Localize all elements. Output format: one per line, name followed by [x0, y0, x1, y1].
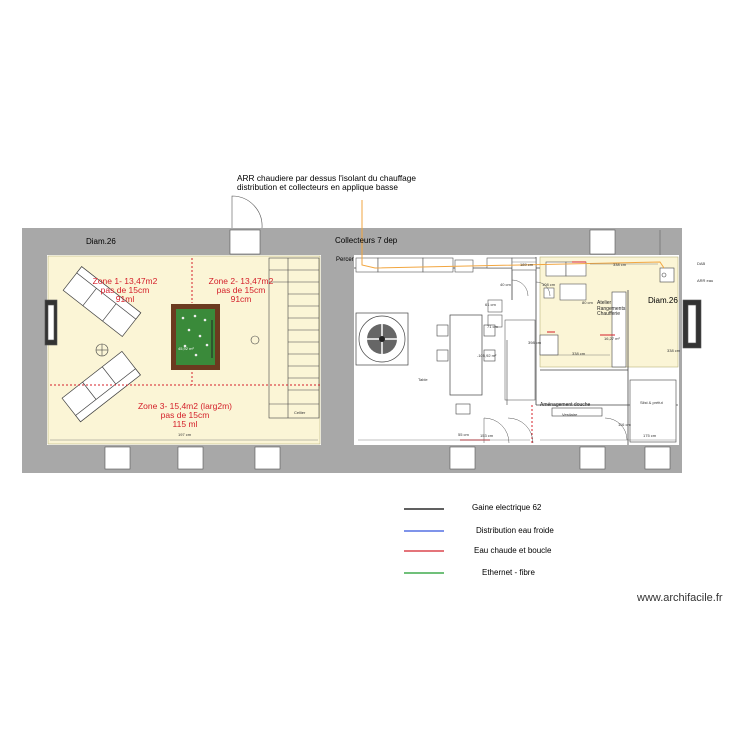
door-swing-3 [604, 417, 628, 441]
garage-area-label: 16,27 m² [604, 336, 620, 341]
vestiaire-label: Vestiaire [562, 412, 578, 417]
door-swing-2 [507, 417, 534, 444]
zone-2-name: Zone 2- 13,47m2 [208, 276, 274, 286]
dim-right-bottom: 175 cm [643, 433, 657, 438]
salon-area-label: -105,92 m² [477, 353, 497, 358]
dim-right-top2: DAB [697, 261, 706, 266]
header-note-line1: ARR chaudiere par dessus l'isolant du ch… [237, 173, 417, 183]
dim-small-7: 55 cm [458, 432, 469, 437]
door-swing-1 [483, 417, 510, 444]
dim-mid-bottom: 153 cm [480, 433, 494, 438]
door-swing-4 [511, 279, 529, 297]
collecteurs-label: Collecteurs 7 dep [335, 236, 398, 245]
door-swing-5 [535, 281, 551, 297]
atelier-line3: Chaufferie [597, 311, 620, 317]
watermark: www.archifacile.fr [637, 592, 723, 604]
island [504, 319, 536, 401]
zone-1-name: Zone 1- 13,47m2 [92, 276, 158, 286]
zone-3-label: Zone 3- 15,4m2 (larg2m) pas de 15cm 115 … [130, 402, 240, 429]
legend-label-ethernet: Ethernet - fibre [482, 568, 535, 577]
zone-2-label: Zone 2- 13,47m2 pas de 15cm 91cm [201, 277, 281, 304]
shower-label: Aménagement douche [540, 402, 591, 408]
diam-label-left: Diam.26 [86, 237, 116, 246]
dim-small-2: 61 cm [485, 302, 496, 307]
dimension-lines [50, 261, 676, 441]
atelier-label: Atelier Rangements Chaufferie [597, 300, 626, 318]
dim-top-left-mid: 189 cm [520, 262, 534, 267]
percer-label: Percer [336, 257, 354, 263]
dim-small-6: 338 cm [572, 351, 586, 356]
zone-1-label: Zone 1- 13,47m2 pas de 15cm 91ml [85, 277, 165, 304]
zone-3-pas: pas de 15cm [160, 410, 210, 420]
orange-pipe [361, 200, 665, 269]
dim-top-right-mid: 338 cm [613, 262, 627, 267]
dim-vertical-1: 398 cm [528, 340, 542, 345]
billiard-area-label: 45,92 m² [178, 346, 194, 351]
heated-zone-right [539, 256, 679, 368]
dim-small-4: 108 cm [542, 282, 556, 287]
door-swing-top [231, 195, 263, 229]
legend-label-electric: Gaine electrique 62 [472, 503, 542, 512]
atelier-line1: Atelier [597, 300, 612, 306]
table-label: Table [418, 377, 428, 382]
cellier-label: Cellier [294, 410, 306, 415]
dim-small-3: 71 cm [487, 324, 498, 329]
zone-2-length: 91cm [230, 294, 252, 304]
coffee-table [95, 343, 109, 357]
atelier-line2: Rangements [597, 305, 626, 312]
billiard-balls [181, 314, 209, 357]
dining-chairs [436, 324, 496, 415]
sofa-top [62, 266, 142, 337]
dim-right-top: ARR eau [697, 278, 714, 283]
dim-small-1: 40 cm [500, 282, 511, 287]
dim-right-edge: 338 cm [667, 348, 681, 353]
diam-label-right: Diam.26 [648, 296, 678, 305]
windows [44, 229, 702, 470]
partition-wall [321, 255, 354, 445]
storage-label: Silst & préfut [640, 400, 663, 405]
zone-3-length: 115 ml [172, 419, 198, 429]
sofa-bottom [61, 350, 141, 423]
dim-small-8: 116 cm [618, 422, 631, 427]
zone-boundaries [50, 258, 533, 445]
legend-label-cold-water: Distribution eau froide [476, 526, 554, 535]
right-room-fixtures [539, 267, 677, 443]
zone-3-name: Zone 3- 15,4m2 (larg2m) [137, 401, 232, 411]
zone-1-pas: pas de 15cm [100, 285, 150, 295]
zone-2-pas: pas de 15cm [216, 285, 266, 295]
hvac-fan-hub [379, 336, 385, 342]
dining-table [449, 314, 483, 396]
chair-near-billiard [250, 335, 260, 345]
legend-label-hot-water: Eau chaude et boucle [474, 546, 552, 555]
header-note-line2: distribution et collecteurs en applique … [237, 182, 398, 192]
dim-left-bottom: 197 cm [178, 432, 192, 437]
staircase [268, 257, 320, 419]
zone-1-length: 91ml [115, 294, 135, 304]
dim-small-5: 80 cm [582, 300, 593, 305]
